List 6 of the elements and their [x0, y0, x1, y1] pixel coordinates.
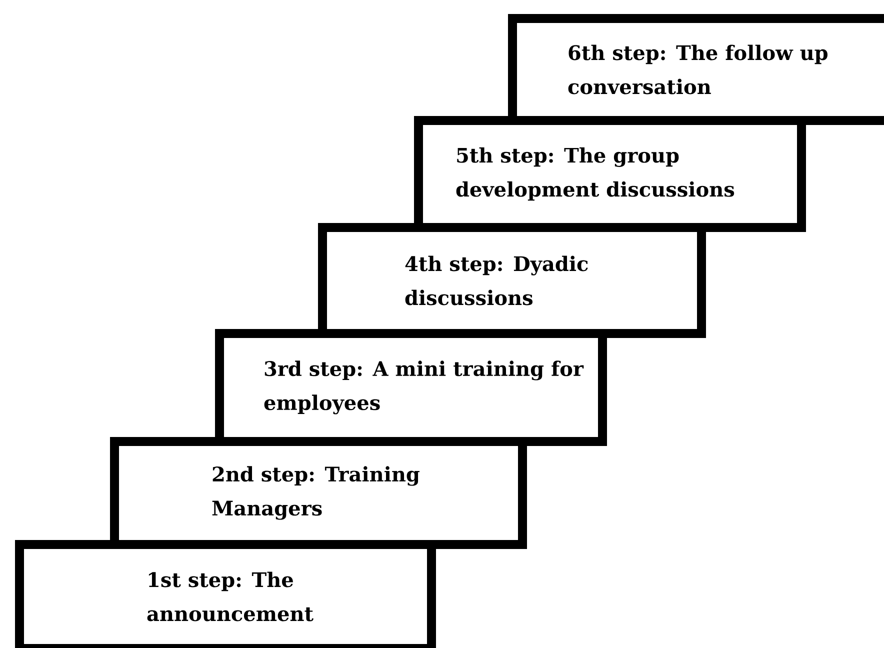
step-box: 1st step: The announcement [15, 540, 436, 648]
step-box: 2nd step: Training Managers [110, 437, 527, 549]
step-box: 6th step: The follow up conversation [508, 14, 884, 125]
step-box: 5th step: The group development discussions [414, 116, 806, 232]
step-box: 3rd step: A mini training for employees [215, 329, 607, 446]
step-box: 4th step: Dyadic discussions [318, 223, 706, 338]
